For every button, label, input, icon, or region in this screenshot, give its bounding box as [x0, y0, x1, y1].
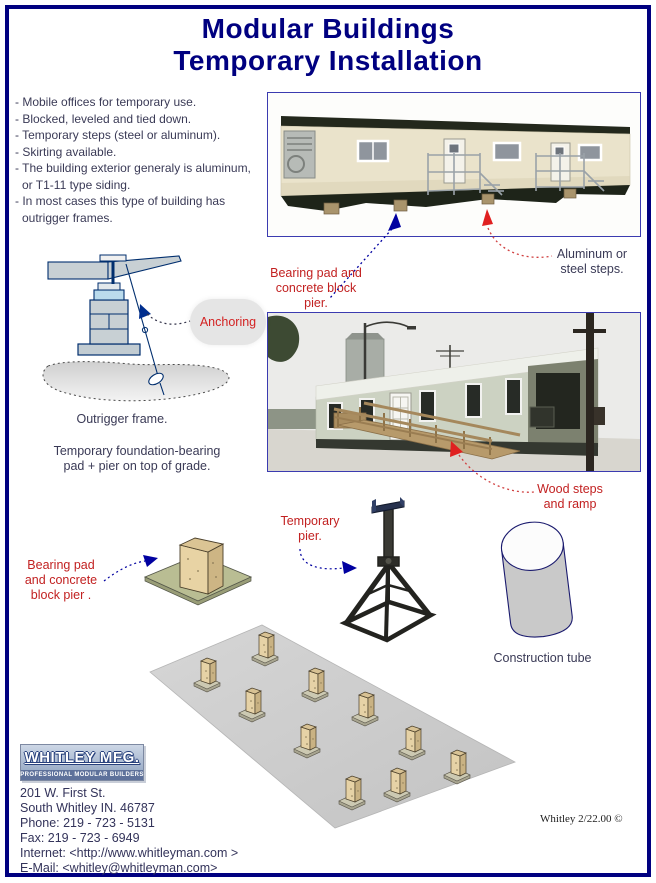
pier-cap	[93, 289, 125, 301]
trailer-illustration	[268, 93, 640, 236]
background-structure	[268, 409, 320, 429]
bullet-item: - The building exterior generaly is alum…	[15, 161, 251, 192]
wood-steps-label: Wood steps and ramp	[537, 482, 603, 511]
anchor-line	[125, 263, 165, 396]
outrigger-beam	[47, 254, 182, 284]
tree	[268, 315, 300, 362]
address-line: South Whitley IN. 46787	[20, 801, 155, 815]
address-line: 201 W. First St.	[20, 786, 106, 800]
trailer-roof	[281, 116, 630, 134]
bearing-pad-photo-label: Bearing pad and concrete block pier.	[270, 266, 362, 310]
outrigger-frame-caption: Outrigger frame.	[76, 412, 168, 426]
ground-slab	[149, 624, 516, 829]
page-title-line1: Modular Buildings	[201, 13, 455, 44]
pier-plate	[97, 282, 121, 291]
bullet-item: - Temporary steps (steel or aluminum).	[15, 128, 221, 142]
jack-stand	[339, 508, 437, 643]
support-blocks	[323, 188, 577, 215]
phone-line: Phone: 219 - 723 - 5131	[20, 816, 155, 830]
temporary-pier-drawing	[339, 497, 437, 643]
tube	[500, 521, 573, 638]
bearing-pad-pier-drawing	[143, 537, 253, 606]
logo-main: WHITLEY MFG.	[21, 745, 143, 770]
construction-tube-caption: Construction tube	[493, 651, 592, 665]
metal-steps-landing-1	[427, 153, 504, 196]
photo-modular-building-ramp	[267, 312, 641, 472]
email-line: E-Mail: <whitley@whitleyman.com>	[20, 861, 218, 875]
page-title-line2: Temporary Installation	[173, 45, 483, 76]
temporary-pier-label: Temporary pier.	[280, 514, 340, 543]
outrigger-frame-diagram	[42, 254, 230, 402]
bearing-pad-diagram-label: Bearing pad and concrete block pier .	[24, 558, 98, 602]
photo-mobile-office-trailer	[267, 92, 641, 237]
construction-tube-drawing	[500, 521, 573, 638]
ac-unit	[283, 130, 316, 179]
bullet-item: - Skirting available.	[15, 144, 117, 159]
page-title: Modular Buildings Temporary Installation	[0, 13, 656, 77]
contact-info: 201 W. First St. South Whitley IN. 46787…	[20, 786, 238, 876]
utility-pole	[573, 313, 606, 471]
feature-bullet-list: - Mobile offices for temporary use. - Bl…	[15, 94, 293, 226]
logo-title: WHITLEY MFG.	[24, 749, 140, 766]
anchoring-label: Anchoring	[199, 315, 257, 329]
copyright-note: Whitley 2/22.00 ©	[540, 813, 623, 825]
bullet-item: - Mobile offices for temporary use.	[15, 95, 197, 109]
concrete-block	[178, 537, 225, 595]
concrete-block-pier	[89, 299, 129, 345]
wood-ramp	[333, 401, 521, 460]
metal-steps-landing-2	[535, 153, 605, 192]
pier-layout-drawing	[149, 624, 516, 829]
logo-subtitle: PROFESSIONAL MODULAR BUILDERS	[20, 770, 144, 780]
trailer-undercarriage	[281, 185, 630, 211]
bullet-item: - Blocked, leveled and tied down.	[15, 111, 192, 126]
ground-grade	[42, 361, 230, 402]
anchoring-callout-bubble: Anchoring	[190, 299, 266, 345]
saddle	[371, 497, 405, 514]
whitley-mfg-logo: WHITLEY MFG. PROFESSIONAL MODULAR BUILDE…	[20, 744, 144, 781]
fax-line: Fax: 219 - 723 - 6949	[20, 831, 140, 845]
internet-line: Internet: <http://www.whitleyman.com >	[20, 846, 239, 860]
trailer-windows	[356, 139, 603, 163]
aluminum-steps-label: Aluminum or steel steps.	[556, 247, 628, 276]
bearing-pad	[77, 343, 141, 356]
bullet-item: - In most cases this type of building ha…	[15, 194, 226, 225]
temporary-foundation-caption: Temporary foundation-bearing pad + pier …	[53, 444, 221, 473]
building-illustration	[268, 313, 640, 471]
